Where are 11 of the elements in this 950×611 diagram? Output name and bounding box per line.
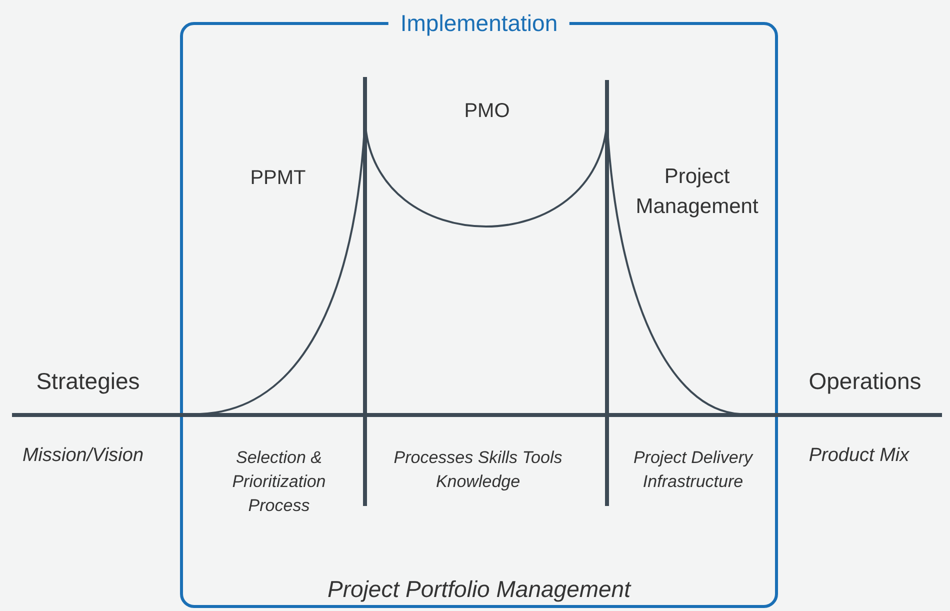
side-label: Strategies xyxy=(35,366,141,396)
side-caption: Mission/Vision xyxy=(21,444,145,468)
section-caption: Processes Skills Tools Knowledge xyxy=(392,447,564,493)
section-caption: Selection & Prioritization Process xyxy=(231,447,327,517)
section-caption: Project Delivery Infrastructure xyxy=(632,447,754,493)
side-caption: Product Mix xyxy=(808,444,910,468)
cable-label: PPMT xyxy=(249,166,307,191)
cable-label: Project Management xyxy=(634,164,760,220)
side-label: Operations xyxy=(808,366,922,396)
frame-caption: Project Portfolio Management xyxy=(328,575,630,604)
tower-gap-label: PMO xyxy=(463,99,511,124)
